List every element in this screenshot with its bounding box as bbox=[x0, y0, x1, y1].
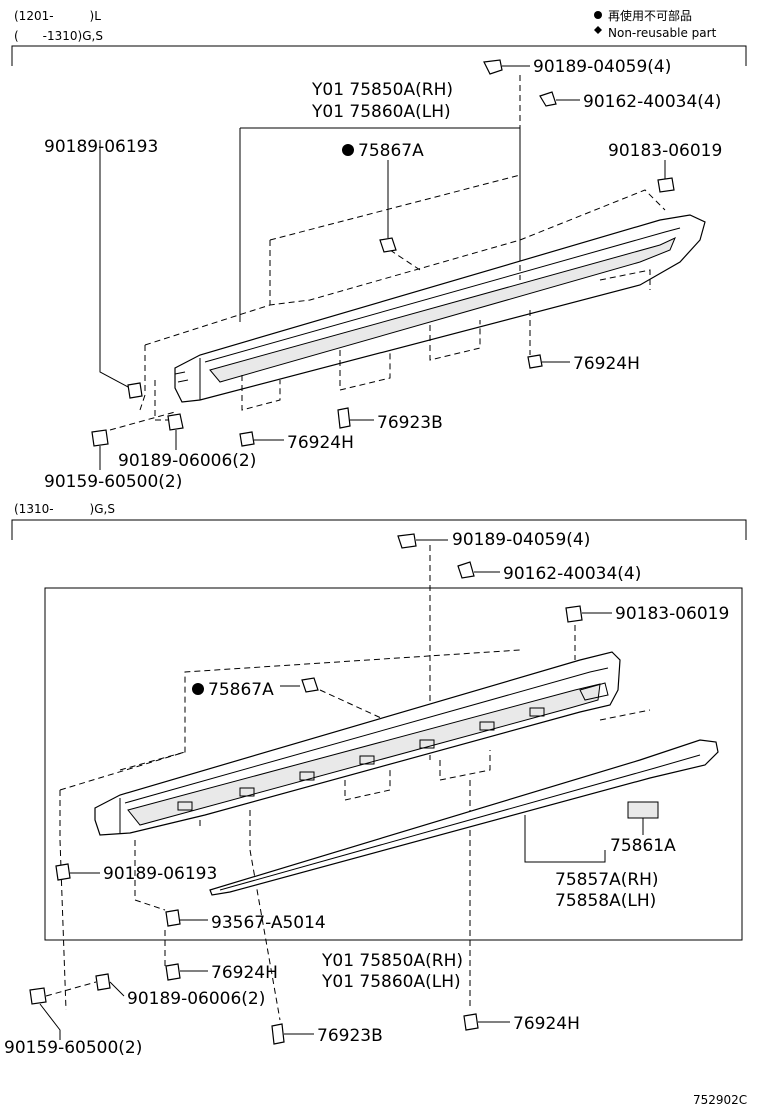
clip-icon bbox=[483, 59, 503, 75]
label-75867A: 75867A bbox=[208, 680, 274, 700]
label-90189-06006: 90189-06006(2) bbox=[127, 989, 265, 1009]
label-assy-lh: Y01 75860A(LH) bbox=[321, 972, 461, 992]
label-75857A: 75857A(RH) bbox=[555, 870, 659, 890]
label-90159-60500: 90159-60500(2) bbox=[44, 472, 182, 492]
label-76923B: 76923B bbox=[317, 1026, 383, 1046]
label-90189-06193: 90189-06193 bbox=[44, 137, 158, 157]
screw-icon bbox=[539, 91, 557, 107]
label-90189-04059: 90189-04059(4) bbox=[533, 57, 671, 77]
label-90189-06193: 90189-06193 bbox=[103, 864, 217, 884]
section-1: 90189-04059(4) 90162-40034(4) Y01 75850A… bbox=[11, 45, 747, 492]
label-assy-lh: Y01 75860A(LH) bbox=[311, 102, 451, 122]
clip-icon bbox=[127, 382, 143, 399]
clip-icon bbox=[165, 963, 181, 981]
clip-icon bbox=[397, 533, 417, 549]
filled-circle-icon bbox=[594, 11, 602, 19]
label-75861A: 75861A bbox=[610, 836, 676, 856]
label-90183-06019: 90183-06019 bbox=[615, 604, 729, 624]
label-76924H-mid: 76924H bbox=[573, 354, 640, 374]
screw-icon bbox=[457, 561, 475, 579]
range-1310-on: (1310- )G,S bbox=[14, 502, 115, 516]
legend-ja: 再使用不可部品 bbox=[608, 8, 692, 23]
label-76924H-left: 76924H bbox=[211, 963, 278, 983]
nonreuse-clip-icon bbox=[301, 677, 319, 693]
label-90162-40034: 90162-40034(4) bbox=[503, 564, 641, 584]
label-90189-06006: 90189-06006(2) bbox=[118, 451, 256, 471]
clip-icon bbox=[55, 863, 71, 881]
label-90189-04059: 90189-04059(4) bbox=[452, 530, 590, 550]
range-1201: (1201- )L bbox=[14, 9, 101, 23]
label-93567-A5014: 93567-A5014 bbox=[211, 913, 326, 933]
label-90183-06019: 90183-06019 bbox=[608, 141, 722, 161]
bolt-icon bbox=[29, 987, 47, 1005]
clip-stud-icon bbox=[271, 1023, 285, 1045]
hexagon-icon bbox=[594, 26, 602, 34]
label-76924H-low: 76924H bbox=[287, 433, 354, 453]
clip-icon bbox=[167, 413, 184, 431]
screw-icon bbox=[165, 909, 181, 927]
nut-icon bbox=[657, 177, 675, 193]
range-1310: ( -1310)G,S bbox=[14, 29, 103, 43]
section-2: (1310- )G,S bbox=[4, 502, 747, 1058]
nut-icon bbox=[565, 605, 583, 623]
clip-icon bbox=[95, 973, 111, 991]
clip-icon bbox=[463, 1013, 479, 1031]
clip-icon bbox=[527, 354, 543, 369]
assembly-frame bbox=[44, 587, 743, 941]
diagram-code: 752902C bbox=[693, 1093, 747, 1107]
nonreuse-clip-icon bbox=[379, 237, 397, 253]
bolt-icon bbox=[91, 429, 109, 447]
emblem-icon bbox=[627, 801, 659, 819]
label-75867A: 75867A bbox=[358, 141, 424, 161]
clip-icon bbox=[239, 431, 255, 447]
clip-stud-icon bbox=[337, 407, 351, 429]
label-75858A: 75858A(LH) bbox=[555, 891, 656, 911]
filled-circle-icon bbox=[192, 683, 204, 695]
filled-circle-icon bbox=[342, 144, 354, 156]
legend-en: Non-reusable part bbox=[608, 26, 717, 40]
label-assy-rh: Y01 75850A(RH) bbox=[321, 951, 463, 971]
side-moulding bbox=[209, 739, 719, 896]
label-90162-40034: 90162-40034(4) bbox=[583, 92, 721, 112]
label-90159-60500: 90159-60500(2) bbox=[4, 1038, 142, 1058]
label-76924H-right: 76924H bbox=[513, 1014, 580, 1034]
label-76923B: 76923B bbox=[377, 413, 443, 433]
label-assy-rh: Y01 75850A(RH) bbox=[311, 80, 453, 100]
